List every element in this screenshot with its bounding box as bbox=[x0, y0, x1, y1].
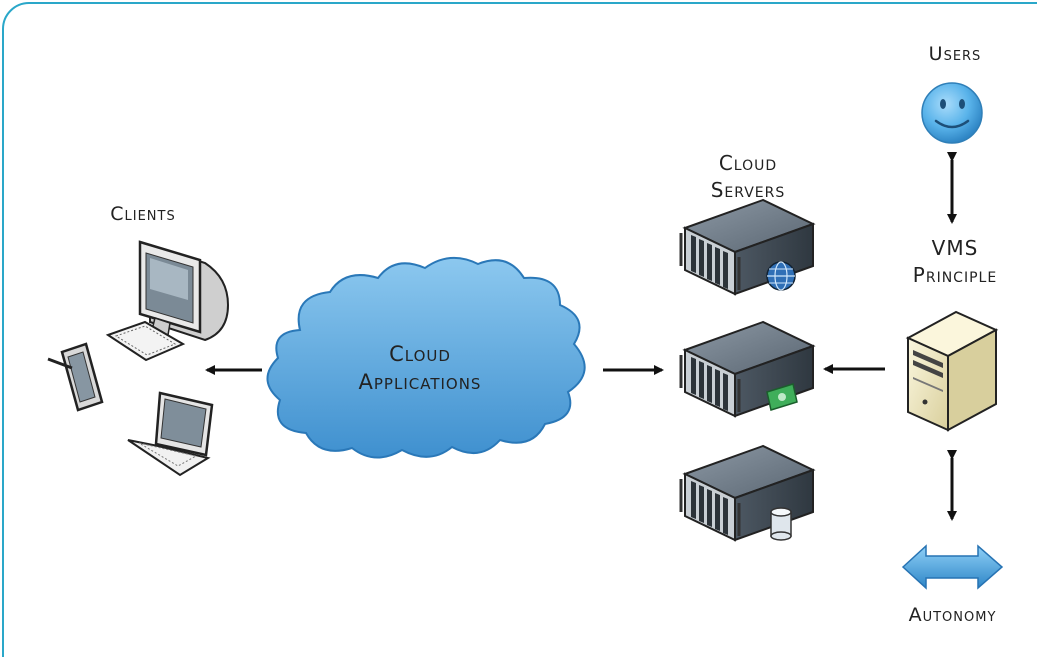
payment-server-icon bbox=[679, 320, 816, 418]
tower-server-icon bbox=[905, 310, 999, 432]
double-arrow-icon bbox=[901, 544, 1004, 590]
cloud-servers-label: Cloud Servers bbox=[710, 151, 786, 202]
web-server-icon bbox=[679, 198, 816, 296]
cloud-applications-label: Cloud Applications bbox=[358, 342, 482, 395]
laptop-icon bbox=[127, 391, 214, 477]
database-server-icon bbox=[679, 444, 816, 542]
vms-principle-label: VMS Principle bbox=[912, 236, 998, 287]
smiley-user-icon bbox=[921, 82, 983, 144]
tablet-stylus-icon bbox=[47, 342, 104, 412]
desktop-computer-icon bbox=[105, 240, 230, 362]
users-label: Users bbox=[928, 43, 982, 65]
autonomy-label: Autonomy bbox=[908, 604, 997, 626]
cloud-icon bbox=[266, 257, 586, 459]
clients-label: Clients bbox=[110, 203, 176, 225]
